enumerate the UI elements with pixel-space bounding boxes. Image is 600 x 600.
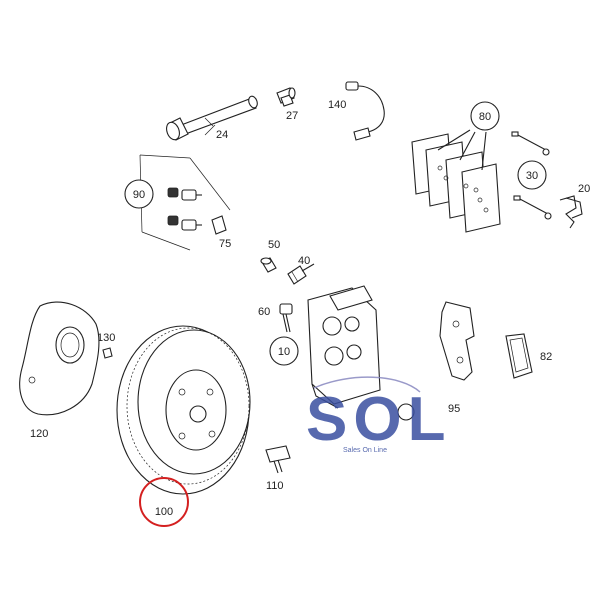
watermark-tagline: Sales On Line <box>343 447 387 454</box>
label-10: 10 <box>278 346 290 358</box>
label-27: 27 <box>286 110 298 122</box>
part-24-guide-pin <box>166 95 258 141</box>
label-95: 95 <box>448 403 460 415</box>
part-40-bleeder-screw <box>287 263 315 285</box>
watermark-logo-text: SOL <box>306 385 451 454</box>
part-90-seal-kit <box>139 154 231 251</box>
part-20-spring <box>559 195 583 229</box>
part-100-brake-disc <box>116 325 251 495</box>
part-95-caliper-carrier <box>439 301 475 381</box>
label-120: 120 <box>30 428 48 440</box>
label-75: 75 <box>219 238 231 250</box>
part-82-brake-pad <box>505 333 533 379</box>
part-130-screw <box>102 347 113 359</box>
part-140-wear-sensor <box>345 81 385 141</box>
label-40: 40 <box>298 255 310 267</box>
callout-circle-80 <box>470 101 500 131</box>
label-100: 100 <box>155 506 173 518</box>
label-140: 140 <box>328 99 346 111</box>
label-50: 50 <box>268 239 280 251</box>
label-82: 82 <box>540 351 552 363</box>
highlight-circle-100 <box>139 477 189 527</box>
part-80-brake-pads <box>411 129 501 233</box>
part-27-bolt <box>276 87 296 107</box>
callout-circle-90 <box>124 179 154 209</box>
part-50-bleeder-cap <box>260 257 277 273</box>
callout-circle-30 <box>517 160 547 190</box>
label-20: 20 <box>578 183 590 195</box>
label-110: 110 <box>266 480 284 492</box>
label-130: 130 <box>97 332 115 344</box>
label-30: 30 <box>526 170 538 182</box>
callout-circle-10 <box>269 336 299 366</box>
part-10-brake-caliper <box>307 285 415 421</box>
part-30-retaining-pins <box>511 131 552 220</box>
label-24: 24 <box>216 129 228 141</box>
part-60-caliper-bolt <box>279 303 293 333</box>
label-80: 80 <box>479 111 491 123</box>
sol-watermark-logo: SOL Sales On Line <box>306 376 451 454</box>
part-110-wheel-bolt <box>265 445 291 474</box>
label-90: 90 <box>133 189 145 201</box>
part-120-dust-shield <box>19 301 100 416</box>
label-60: 60 <box>258 306 270 318</box>
